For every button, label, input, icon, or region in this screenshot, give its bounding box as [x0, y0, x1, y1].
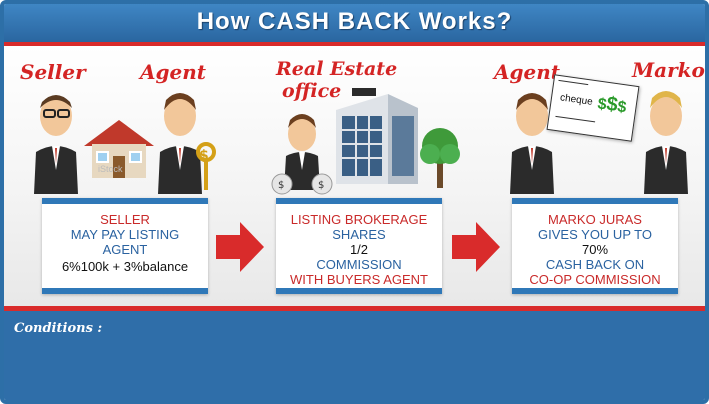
- box-line: 6%100k + 3%balance: [61, 259, 189, 274]
- arrow-right-icon: [216, 222, 264, 272]
- marko-label: Marko: [632, 58, 705, 82]
- marko-figure-icon: [644, 91, 688, 194]
- box-line: AGENT: [102, 242, 148, 257]
- box-line: 1/2: [349, 242, 369, 257]
- conditions-label: Conditions :: [14, 321, 103, 336]
- info-box-cashback: MARKO JURAS GIVES YOU UP TO 70% CASH BAC…: [512, 198, 678, 294]
- office-building-icon: [336, 88, 418, 184]
- box-line: LISTING BROKERAGE: [290, 212, 428, 227]
- info-box-brokerage: LISTING BROKERAGE SHARES 1/2 COMMISSION …: [276, 198, 442, 294]
- dollar-icon: $$$: [596, 92, 628, 117]
- seller-label: Seller: [20, 60, 86, 84]
- cheque-card: cheque $$$: [546, 74, 640, 142]
- office-label: office: [282, 80, 342, 102]
- cheque-line: [555, 115, 596, 123]
- cheque-label: cheque: [559, 92, 594, 108]
- illustration-area: Seller Agent Real Estate office Agent Ma…: [4, 46, 705, 306]
- real-estate-label: Real Estate: [276, 58, 398, 80]
- seller-figure-icon: [34, 95, 78, 194]
- tree-icon: [420, 128, 460, 188]
- agent-left-label: Agent: [140, 60, 207, 84]
- divider: [4, 306, 705, 311]
- box-line: CO-OP COMMISSION: [529, 272, 661, 287]
- box-line: CASH BACK ON: [545, 257, 645, 272]
- header-bar: How CASH BACK Works?: [4, 4, 705, 46]
- box-line: SHARES: [332, 227, 386, 242]
- box-line: MARKO JURAS: [548, 212, 642, 227]
- svg-text:$: $: [318, 180, 324, 191]
- svg-text:$: $: [199, 148, 209, 164]
- conditions-panel: Conditions :: [4, 311, 705, 400]
- box-line: SELLER: [100, 212, 150, 227]
- house-icon: [84, 120, 154, 178]
- agent-with-key-figure-icon: $: [158, 93, 216, 194]
- box-line: COMMISSION: [316, 257, 402, 272]
- arrow-right-icon: [452, 222, 500, 272]
- page-title: How CASH BACK Works?: [196, 8, 513, 35]
- info-box-seller: SELLER MAY PAY LISTING AGENT 6%100k + 3%…: [42, 198, 208, 294]
- agent-with-money-bags-icon: $ $: [271, 114, 333, 195]
- box-line: 70%: [581, 242, 609, 257]
- box-line: MAY PAY LISTING: [70, 227, 180, 242]
- cheque-line: [558, 79, 589, 86]
- watermark-text: iStock: [98, 164, 123, 174]
- svg-text:$: $: [278, 180, 284, 191]
- agent-right-label: Agent: [494, 60, 561, 84]
- box-line: WITH BUYERS AGENT: [290, 272, 428, 287]
- agent-right-figure-icon: [510, 93, 554, 194]
- box-line: GIVES YOU UP TO: [538, 227, 652, 242]
